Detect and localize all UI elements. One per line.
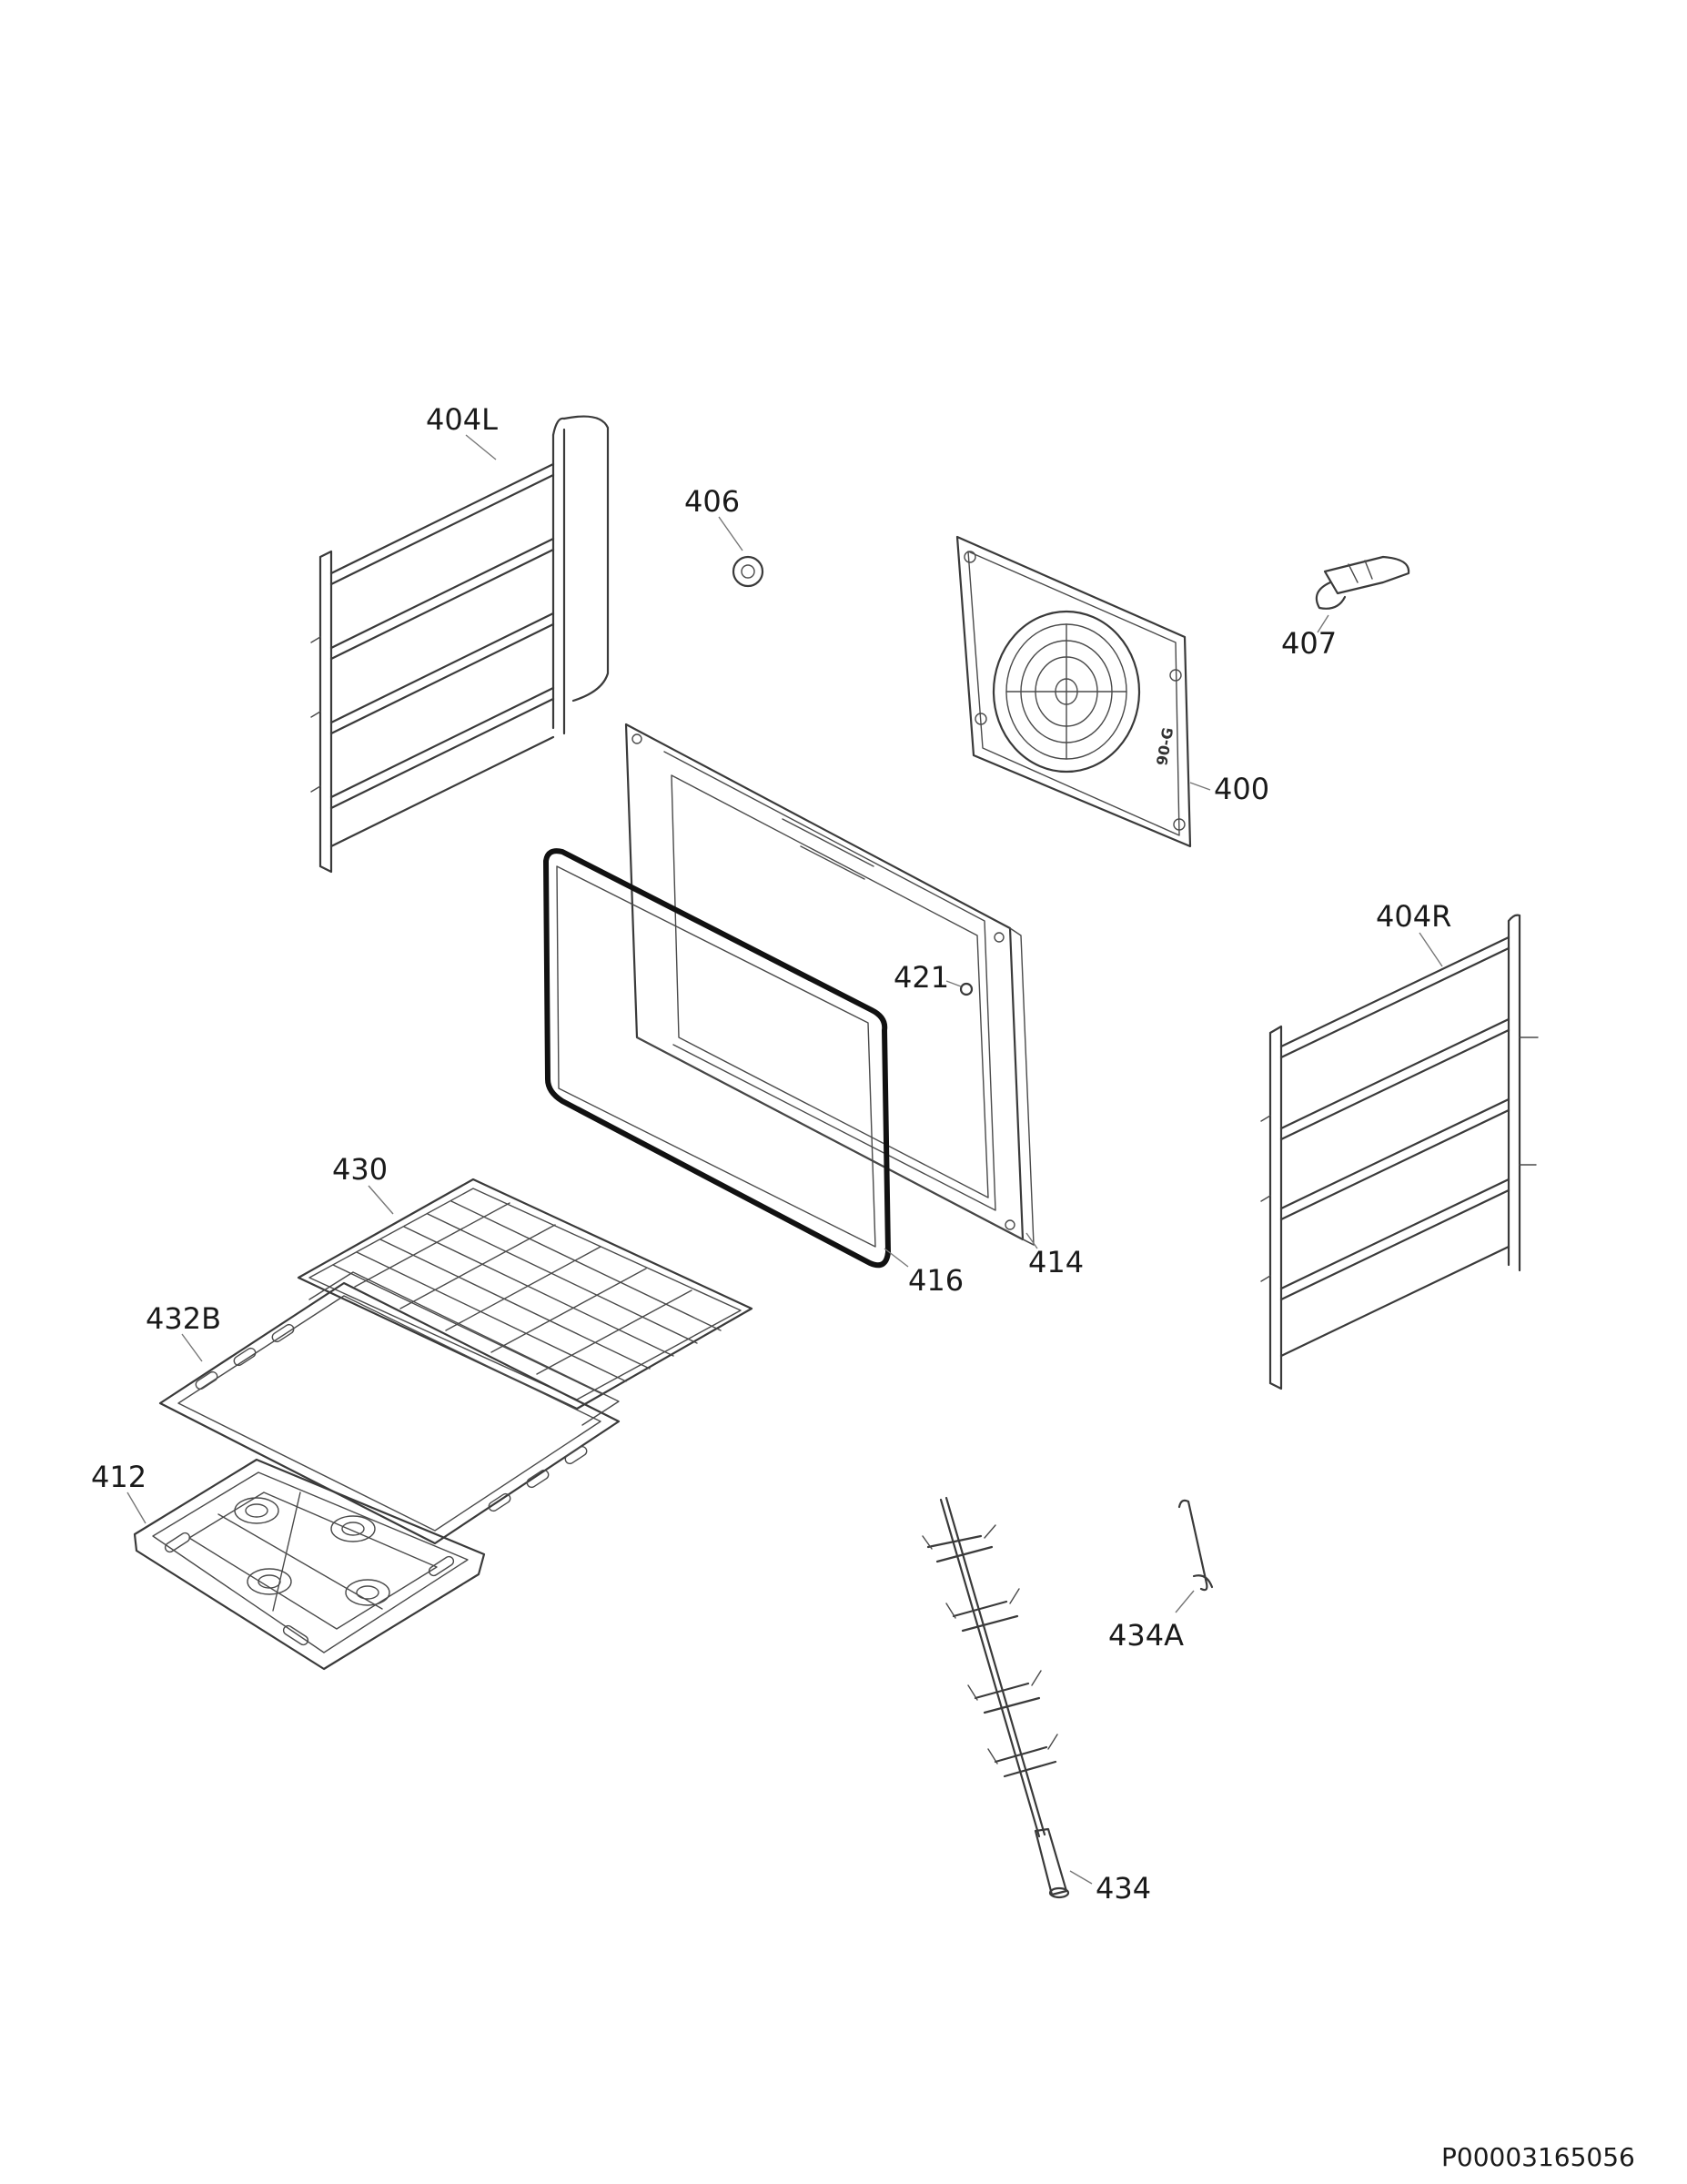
part-434A-hook [1177, 1499, 1214, 1592]
leader-407 [1317, 614, 1329, 633]
leader-434 [1069, 1870, 1093, 1885]
leader-404L [465, 434, 497, 460]
part-432B-tray-frame [158, 1271, 621, 1545]
label-400: 400 [1214, 772, 1269, 806]
leader-432B [181, 1333, 203, 1362]
label-407: 407 [1281, 626, 1337, 661]
leader-434A [1175, 1590, 1195, 1613]
runner-rails-left [329, 462, 555, 848]
label-421: 421 [894, 960, 949, 995]
label-430: 430 [332, 1152, 388, 1187]
leader-421 [945, 980, 962, 987]
leader-404R [1419, 932, 1443, 967]
spit-fork-1 [922, 1524, 996, 1563]
label-404R: 404R [1376, 899, 1451, 934]
label-412: 412 [91, 1460, 146, 1494]
label-434A: 434A [1108, 1618, 1184, 1653]
label-432B: 432B [146, 1301, 221, 1336]
label-416: 416 [908, 1263, 964, 1298]
part-400-fan-cover: 90-G [955, 535, 1192, 848]
leader-406 [718, 516, 743, 551]
spit-fork-3 [967, 1670, 1042, 1714]
label-404L: 404L [426, 402, 498, 437]
part-407-clip [1315, 555, 1410, 610]
leader-412 [126, 1491, 146, 1524]
leader-430 [368, 1185, 394, 1215]
leader-400 [1189, 782, 1211, 791]
leader-414 [1025, 1232, 1038, 1249]
fan-cover-stamp: 90-G [1153, 726, 1177, 767]
leader-416 [884, 1248, 909, 1268]
spit-fork-2 [945, 1588, 1020, 1633]
tray-frame-slots [195, 1323, 588, 1512]
shelf-wires [332, 1200, 722, 1395]
runner-rails-right [1279, 935, 1510, 1358]
part-416-door-gasket [543, 848, 891, 1269]
part-414-oven-frame [624, 723, 1035, 1246]
part-421-screw [959, 982, 974, 996]
part-434-rotisserie-spit [922, 1496, 1070, 1899]
part-412-base-tray [133, 1458, 486, 1671]
part-404R-right-shelf-runner [1260, 914, 1539, 1390]
label-434: 434 [1096, 1871, 1151, 1906]
spit-fork-4 [987, 1734, 1058, 1778]
part-404L-left-shelf-runner [310, 415, 610, 874]
label-406: 406 [684, 484, 740, 519]
document-code: P00003165056 [1441, 2142, 1635, 2172]
part-406-nut [732, 555, 764, 588]
label-414: 414 [1028, 1245, 1084, 1279]
